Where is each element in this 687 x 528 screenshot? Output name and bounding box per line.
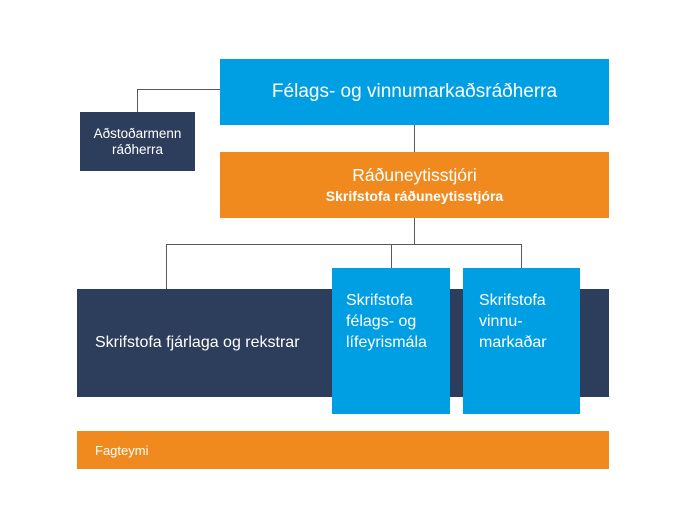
- labour-office-line2: vinnu-: [479, 313, 523, 330]
- permanent-secretary-office: Skrifstofa ráðuneytisstjóra: [325, 188, 504, 204]
- labour-office-line1: Skrifstofa: [479, 292, 546, 309]
- social-office-line1: Skrifstofa: [346, 292, 413, 309]
- permanent-secretary-title: Ráðuneytisstjóri: [352, 165, 477, 185]
- assistants-label-line2: ráðherra: [111, 141, 164, 157]
- assistants-box: Aðstoðarmenn ráðherra: [80, 112, 195, 171]
- connector-minister-to-assistants: [137, 89, 220, 90]
- connector-offices-horizontal: [166, 244, 522, 245]
- connector-assistants-vertical: [137, 89, 138, 112]
- labour-office-line3: markaðar: [479, 334, 547, 351]
- assistants-label-line1: Aðstoðarmenn: [93, 125, 182, 141]
- social-office-line2: félags- og: [346, 313, 417, 330]
- minister-box: Félags- og vinnumarkaðsráðherra: [220, 59, 609, 125]
- minister-label: Félags- og vinnumarkaðsráðherra: [271, 81, 558, 102]
- finance-office-label: Skrifstofa fjárlaga og rekstrar: [95, 334, 300, 351]
- connector-labour-drop: [521, 244, 522, 268]
- permanent-secretary-box: Ráðuneytisstjóri Skrifstofa ráðuneytisst…: [220, 152, 609, 218]
- connector-minister-to-secretary: [414, 125, 415, 152]
- teams-box: Fagteymi: [77, 431, 609, 469]
- labour-office-box: Skrifstofa vinnu- markaðar: [463, 268, 580, 414]
- connector-secretary-down: [414, 218, 415, 244]
- social-office-line3: lífeyrismála: [346, 334, 427, 351]
- connector-finance-drop: [166, 244, 167, 289]
- teams-label: Fagteymi: [95, 442, 149, 458]
- social-office-box: Skrifstofa félags- og lífeyrismála: [332, 268, 450, 414]
- connector-social-drop: [391, 244, 392, 268]
- finance-office-box: Skrifstofa fjárlaga og rekstrar: [95, 289, 300, 397]
